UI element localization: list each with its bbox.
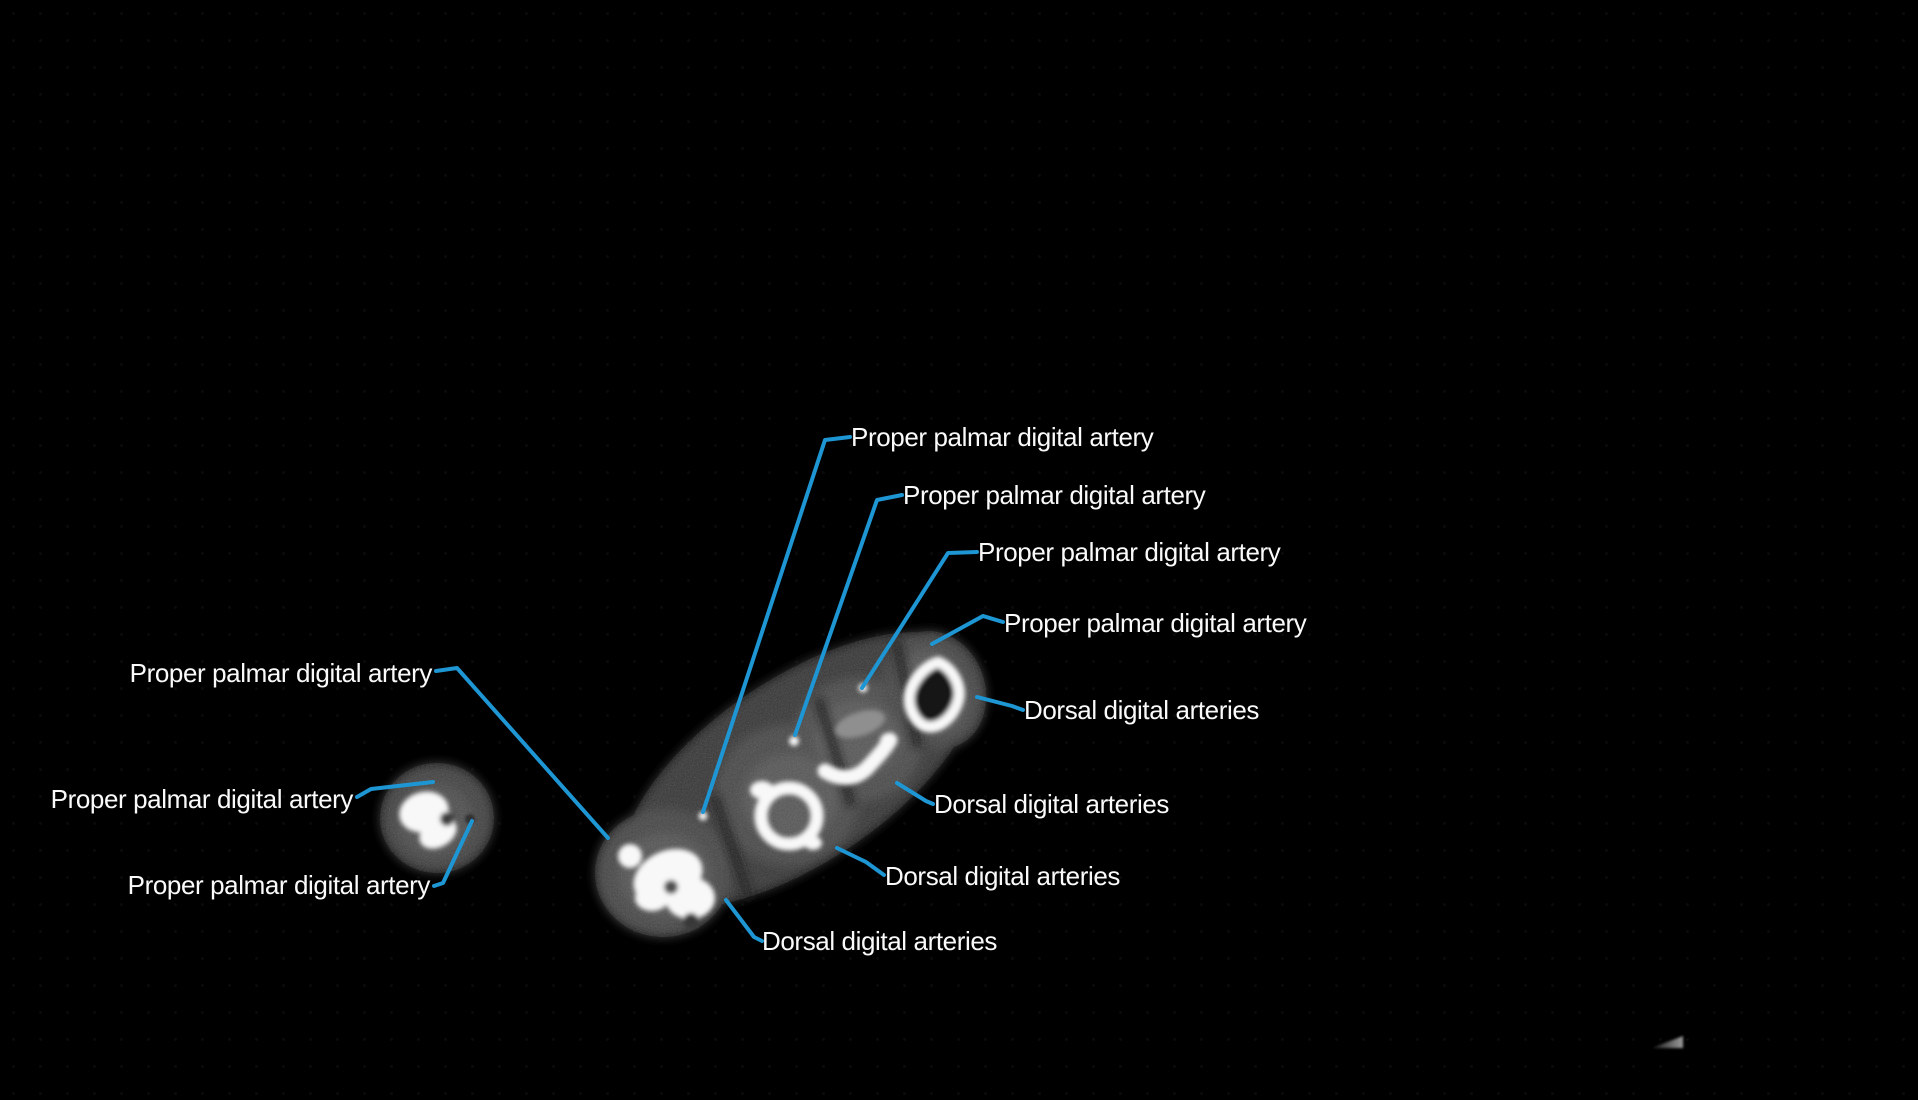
leader-line-1 <box>701 435 852 814</box>
annotation-label-proper-palmar-5: Proper palmar digital artery <box>129 658 433 688</box>
leader-line-10 <box>355 780 435 799</box>
leader-line-9 <box>434 666 610 840</box>
leader-lines <box>355 435 1025 943</box>
bone-faint-patch <box>834 710 886 738</box>
corner-smudge <box>1652 1036 1683 1048</box>
annotation-label-dorsal-2: Dorsal digital arteries <box>934 789 1170 819</box>
annotation-label-proper-palmar-4: Proper palmar digital artery <box>1004 608 1307 638</box>
bone-phalanx-2-ring <box>754 781 824 851</box>
annotation-label-dorsal-1: Dorsal digital arteries <box>1024 695 1260 725</box>
bone-bump <box>804 836 822 850</box>
bone-phalanx-1 <box>635 885 669 911</box>
leader-line-8 <box>724 898 764 943</box>
bone-marrow-shadow <box>664 880 678 894</box>
leader-line-11 <box>432 819 474 888</box>
leader-line-6 <box>895 781 935 806</box>
annotation-label-proper-palmar-2: Proper palmar digital artery <box>903 480 1206 510</box>
artery-dot-1 <box>698 811 708 821</box>
leader-line-2 <box>793 493 904 737</box>
bone-phalanx-4-ring <box>903 656 965 733</box>
annotation-label-proper-palmar-7: Proper palmar digital artery <box>127 870 431 900</box>
leader-line-4 <box>930 614 1005 646</box>
bone-phalanx-3-band <box>880 733 896 749</box>
leader-line-3 <box>860 550 979 690</box>
annotation-label-proper-palmar-3: Proper palmar digital artery <box>978 537 1281 567</box>
bone-layer <box>399 656 965 929</box>
sesamoid-bone <box>618 844 642 868</box>
leader-line-5 <box>975 695 1025 712</box>
artery-dot-2 <box>789 736 799 746</box>
annotation-label-dorsal-3: Dorsal digital arteries <box>885 861 1121 891</box>
leader-line-7 <box>835 846 886 877</box>
annotation-label-proper-palmar-1: Proper palmar digital artery <box>851 422 1154 452</box>
annotation-label-proper-palmar-6: Proper palmar digital artery <box>50 784 354 814</box>
bone-bump <box>750 781 774 799</box>
bone-notch <box>683 913 699 929</box>
bone-notch <box>440 812 454 826</box>
annotation-label-dorsal-4: Dorsal digital arteries <box>762 926 998 956</box>
